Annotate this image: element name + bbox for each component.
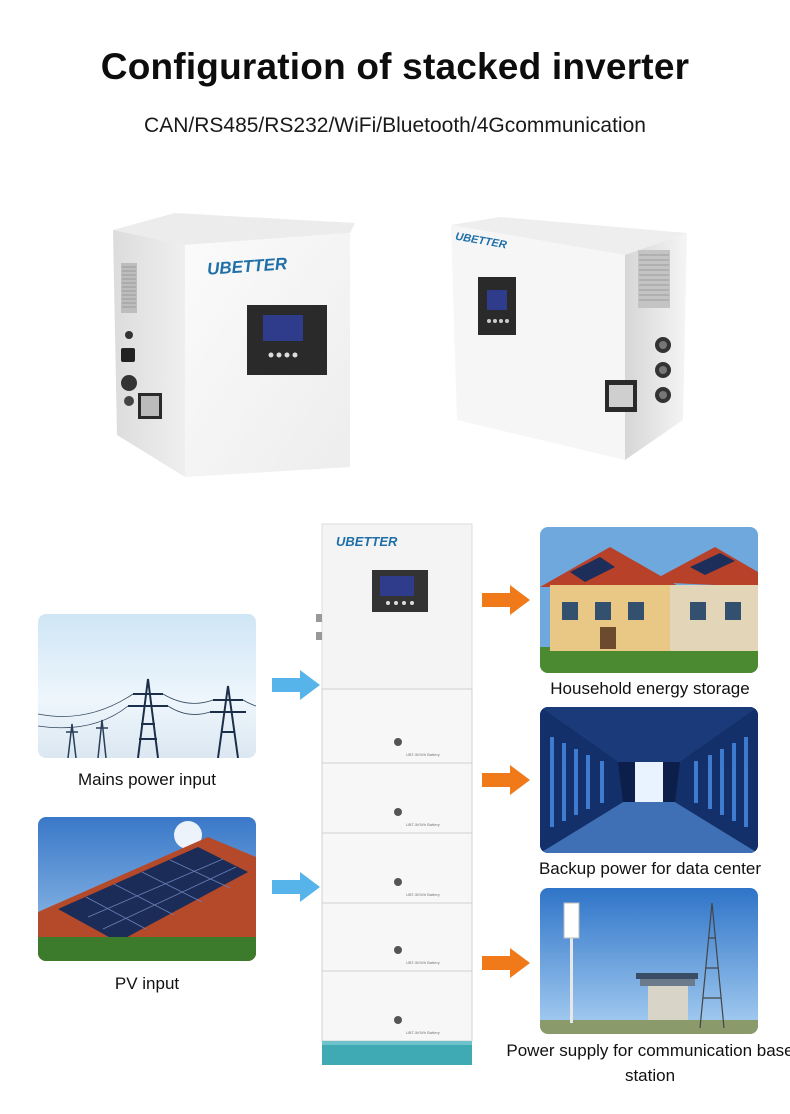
household-storage-caption: Household energy storage — [550, 679, 750, 698]
page-subtitle: CAN/RS485/RS232/WiFi/Bluetooth/4Gcommuni… — [144, 114, 646, 137]
power-tower-photo — [38, 614, 256, 758]
battery-module-label: UBT-5KWh Battery — [406, 752, 440, 757]
mains-input-caption: Mains power input — [78, 770, 216, 789]
brand-logo: UBETTER — [336, 534, 398, 549]
inverter-front-view: UBETTER — [105, 205, 365, 480]
data-center-photo — [540, 707, 758, 853]
solar-roof-photo — [38, 817, 256, 961]
output-arrow-icon — [482, 765, 530, 795]
battery-module-label: UBT-5KWh Battery — [406, 960, 440, 965]
input-arrow-icon — [272, 872, 320, 902]
output-arrow-icon — [482, 585, 530, 615]
input-arrow-icon — [272, 670, 320, 700]
pv-input-caption: PV input — [114, 974, 180, 993]
inverter-side-view: UBETTER — [445, 215, 695, 465]
data-center-caption: Backup power for data center — [538, 859, 762, 878]
output-arrow-icon — [482, 948, 530, 978]
battery-module-label: UBT-5KWh Battery — [406, 1030, 440, 1035]
stacked-inverter-cabinet: UBETTER UBT-5KWh Battery UBT-5KWh Batter… — [310, 522, 480, 1070]
battery-module-label: UBT-5KWh Battery — [406, 822, 440, 827]
battery-module-label: UBT-5KWh Battery — [406, 892, 440, 897]
base-station-caption: Power supply for communication base stat… — [506, 1041, 790, 1085]
base-station-photo — [540, 888, 758, 1034]
house-photo — [540, 527, 758, 673]
page-title: Configuration of stacked inverter — [100, 46, 690, 87]
